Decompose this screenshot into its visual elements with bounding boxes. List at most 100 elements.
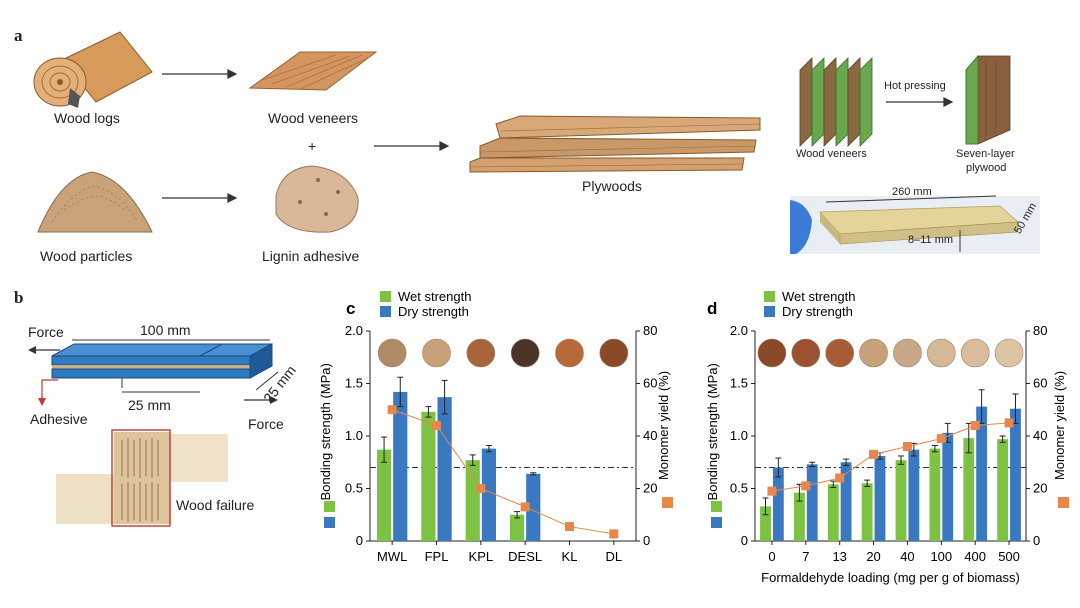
- legend-label-c-1: Dry strength: [398, 304, 469, 319]
- bar-c-wet: [376, 449, 392, 541]
- panel-b-letter: b: [14, 288, 24, 307]
- seven-layer-plywood-illustration: [965, 54, 1011, 145]
- sample-disc-d: [859, 338, 888, 368]
- yield-point-d: [936, 434, 946, 444]
- x-tick-label-d: 0: [768, 549, 775, 564]
- bar-d-dry: [874, 455, 886, 541]
- y2-tick-label-c: 20: [643, 481, 657, 496]
- yield-point-d: [1004, 418, 1014, 428]
- sample-disc-d: [893, 338, 922, 368]
- bar-d-wet: [963, 438, 975, 541]
- sample-disc-d: [791, 338, 821, 368]
- panel-d-letter: d: [707, 299, 717, 318]
- y2-axis-title-c: Monomer yield (%): [656, 371, 671, 480]
- sample-disc-d: [757, 338, 787, 368]
- yield-line-c: [391, 409, 614, 535]
- label-wood-particles: Wood particles: [40, 248, 133, 264]
- x-tick-label-c: MWL: [377, 549, 407, 564]
- y-tick-label-c: 0: [356, 533, 363, 548]
- x-tick-label-c: KPL: [469, 549, 494, 564]
- bar-d-dry: [908, 449, 920, 541]
- bar-d-dry: [1010, 408, 1021, 541]
- yield-point-d: [835, 473, 845, 483]
- sample-disc-c: [422, 338, 451, 368]
- bar-d-wet: [895, 460, 907, 541]
- y2-tick-label-d: 40: [1033, 428, 1047, 443]
- legend-label-d-1: Dry strength: [782, 304, 853, 319]
- bar-c-dry: [393, 391, 408, 541]
- label-plywoods: Plywoods: [582, 178, 642, 194]
- veneer-layers-illustration: [799, 57, 873, 147]
- y-tick-label-c: 1.0: [345, 428, 363, 443]
- axis-key-yield-c: [662, 497, 673, 508]
- bar-d-dry: [840, 462, 852, 541]
- legend-swatch-d-0: [764, 291, 775, 302]
- bar-c-wet: [465, 460, 480, 541]
- x-tick-label-c: KL: [562, 549, 578, 564]
- y2-tick-label-c: 60: [643, 376, 657, 391]
- x-tick-label-c: FPL: [425, 549, 449, 564]
- label-wood-veneers: Wood veneers: [268, 110, 359, 126]
- label-len-25: 25 mm: [128, 397, 171, 413]
- yield-point-c: [387, 405, 397, 415]
- bar-d-wet: [827, 484, 839, 541]
- legend-swatch-c-1: [380, 306, 391, 317]
- y2-tick-label-c: 0: [643, 533, 650, 548]
- y-tick-label-d: 1.5: [730, 376, 748, 391]
- x-tick-label-d: 100: [930, 549, 952, 564]
- x-tick-label-d: 13: [832, 549, 846, 564]
- x-tick-label-c: DESL: [508, 549, 542, 564]
- panel-b-illustration: [28, 339, 279, 527]
- y-tick-label-d: 2.0: [730, 323, 748, 338]
- y-tick-label-d: 0: [741, 533, 748, 548]
- x-tick-label-d: 40: [900, 549, 914, 564]
- axis-key-dry-d: [711, 517, 722, 528]
- label-wood-failure: Wood failure: [176, 497, 255, 513]
- yield-point-d: [767, 486, 777, 496]
- panel-a-illustrations: [33, 31, 1040, 254]
- label-hot-pressing: Hot pressing: [884, 80, 946, 92]
- axis-key-yield-d: [1058, 497, 1069, 508]
- bar-d-wet: [861, 483, 873, 541]
- y2-axis-title-d: Monomer yield (%): [1052, 371, 1067, 480]
- bar-d-dry: [806, 464, 818, 541]
- legend-label-c-0: Wet strength: [398, 289, 471, 304]
- axis-key-dry-c: [324, 517, 335, 528]
- yield-point-d: [801, 481, 811, 491]
- yield-point-c: [565, 522, 574, 532]
- bar-c-wet: [421, 411, 436, 541]
- x-tick-label-d: 7: [802, 549, 809, 564]
- bar-d-dry: [976, 406, 988, 541]
- bar-d-wet: [997, 439, 1009, 541]
- label-force-left: Force: [28, 324, 64, 340]
- y-tick-label-c: 0.5: [345, 481, 363, 496]
- yield-line-d: [771, 422, 1010, 492]
- bar-c-wet: [509, 514, 525, 541]
- bar-c-dry: [526, 473, 541, 541]
- label-plus: +: [308, 138, 317, 154]
- axis-key-wet-d: [711, 501, 722, 512]
- sample-disc-c: [466, 338, 496, 368]
- label-veneers-small: Wood veneers: [796, 148, 867, 160]
- label-adhesive: Adhesive: [30, 411, 88, 427]
- y-tick-label-d: 1.0: [730, 428, 748, 443]
- bar-d-dry: [942, 432, 954, 541]
- y-tick-label-c: 1.5: [345, 376, 363, 391]
- label-seven-layer: Seven-layer: [956, 148, 1015, 160]
- yield-point-c: [609, 529, 619, 539]
- flow-arrows: [162, 69, 954, 203]
- bar-d-dry: [772, 467, 784, 541]
- panel-c-letter: c: [346, 299, 355, 318]
- y-tick-label-d: 0.5: [730, 481, 748, 496]
- bar-d-wet: [760, 506, 771, 541]
- sample-disc-c: [510, 338, 540, 368]
- label-plywood: plywood: [966, 162, 1007, 174]
- y2-tick-label-d: 20: [1033, 481, 1047, 496]
- label-force-right: Force: [248, 416, 284, 432]
- y-tick-label-c: 2.0: [345, 323, 363, 338]
- label-wood-logs: Wood logs: [54, 110, 120, 126]
- x-axis-title-d: Formaldehyde loading (mg per g of biomas…: [761, 570, 1020, 585]
